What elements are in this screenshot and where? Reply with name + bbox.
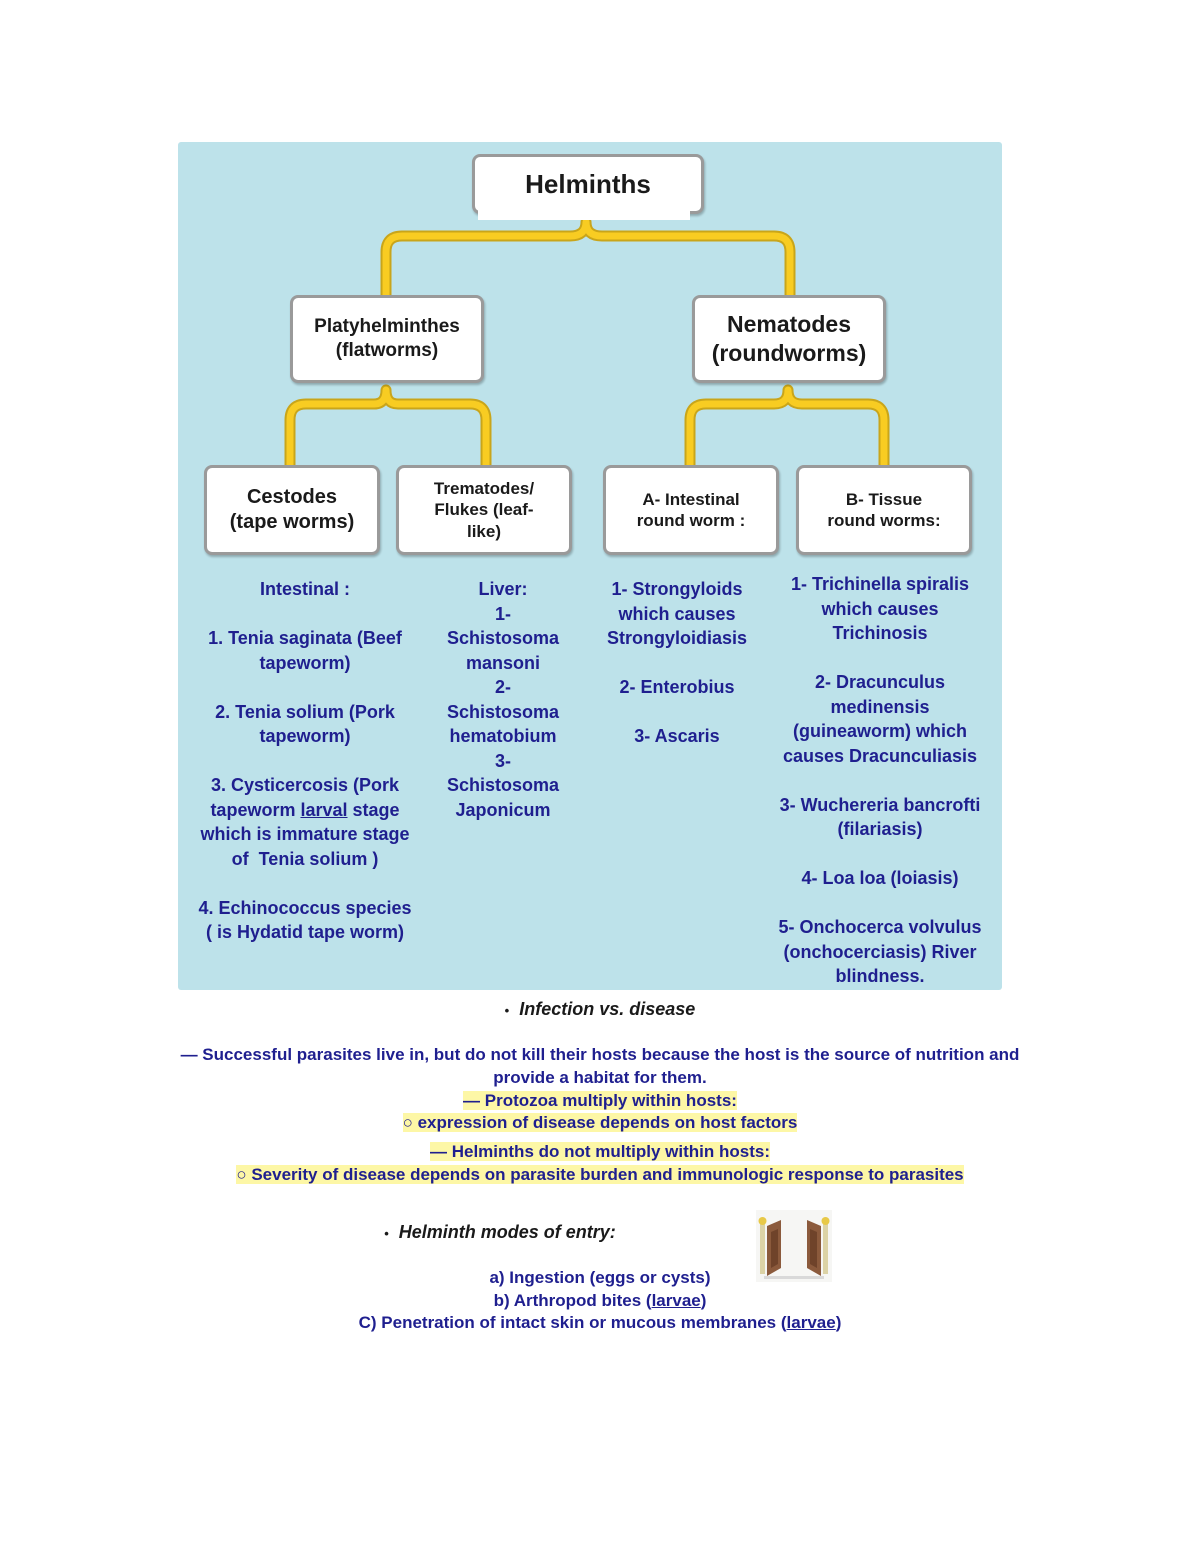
intestinal-item1-line1: 1- Strongyloids — [611, 579, 743, 599]
cestodes-item3-line3: which is immature stage — [200, 824, 410, 844]
cestodes-item3-larval: larval — [300, 799, 348, 820]
tissue-item3-line1: 3- Wuchereria bancrofti — [779, 794, 981, 815]
tissue-item2-line1: 2- Dracunculus — [814, 672, 946, 692]
trematodes-list: Liver: 1- Schistosoma mansoni 2- Schisto… — [430, 577, 576, 822]
entry-b-close: ) — [700, 1291, 707, 1310]
trematodes-line: Schistosoma — [446, 628, 560, 648]
trematodes-line: Schistosoma — [446, 701, 560, 722]
helminths-line: — Helminths do not multiply within hosts… — [430, 1142, 770, 1161]
node-intestinal-line2: round worm : — [636, 511, 746, 530]
entry-a: a) Ingestion (eggs or cysts) — [489, 1268, 711, 1287]
entry-b-larvae: larvae — [651, 1291, 701, 1310]
tissue-item1-line2: which causes — [821, 598, 939, 619]
para1-line2: provide a habitat for them. — [493, 1068, 707, 1087]
entry-heading: Helminth modes of entry: — [398, 1222, 616, 1242]
cestodes-list: Intestinal : 1. Tenia saginata (Beef tap… — [180, 577, 430, 945]
node-cestodes: Cestodes (tape worms) — [204, 465, 380, 555]
entry-c-larvae: larvae — [786, 1313, 836, 1332]
helminths-row: — Helminths do not multiply within hosts… — [0, 1142, 1200, 1162]
cestodes-item1-line1: 1. Tenia saginata (Beef — [208, 628, 402, 648]
tissue-item2-line4: causes Dracunculiasis — [782, 745, 978, 766]
node-cestodes-line1: Cestodes — [246, 486, 338, 508]
node-intestinal-line1: A- Intestinal — [642, 489, 740, 509]
protozoa-subline: ○ expression of disease depends on host … — [402, 1113, 798, 1132]
trematodes-line: 2- — [494, 677, 511, 697]
cestodes-item3-text-b: stage — [347, 799, 400, 820]
trematodes-line: mansoni — [465, 652, 540, 673]
entry-heading-row: • Helminth modes of entry: — [0, 1222, 1100, 1243]
protozoa-row: — Protozoa multiply within hosts: — [0, 1091, 1200, 1111]
node-tissue-line1: B- Tissue — [845, 489, 923, 509]
infection-heading-row: • Infection vs. disease — [0, 999, 1200, 1020]
trematodes-line: Schistosoma — [446, 775, 560, 795]
node-tissue-line2: round worms: — [827, 511, 941, 530]
cestodes-item3-text-a: tapeworm — [210, 799, 301, 820]
node-trematodes-line1: Trematodes/ — [433, 479, 535, 499]
bullet-icon: • — [504, 1003, 510, 1018]
trematodes-line: Japonicum — [455, 799, 551, 820]
tissue-item5-line3: blindness. — [835, 966, 925, 986]
node-nematodes-line2: (roundworms) — [711, 340, 867, 366]
protozoa-sub-row: ○ expression of disease depends on host … — [0, 1113, 1200, 1133]
entry-c: C) Penetration of intact skin or mucous … — [0, 1313, 1200, 1333]
cestodes-item3-line4: of Tenia solium ) — [231, 848, 379, 869]
cestodes-item4-line2: ( is Hydatid tape worm) — [205, 922, 405, 942]
infection-heading: Infection vs. disease — [519, 999, 696, 1019]
cestodes-item3-line2: tapeworm larval stage — [180, 798, 430, 823]
root-underline-mask — [478, 208, 690, 220]
intestinal-item1-line2: which causes — [618, 603, 736, 624]
tissue-item1-line1: 1- Trichinella spiralis — [790, 574, 970, 594]
cestodes-item2-line2: tapeworm) — [259, 726, 351, 746]
trematodes-line: hematobium — [449, 726, 557, 746]
intestinal-item1-line3: Strongyloidiasis — [606, 628, 748, 648]
node-helminths: Helminths — [472, 154, 704, 214]
cestodes-item3-line1: 3. Cysticercosis (Pork — [210, 775, 400, 795]
tissue-item3-line2: (filariasis) — [837, 819, 923, 839]
open-gate-icon — [756, 1210, 832, 1282]
entry-b-text: b) Arthropod bites ( — [493, 1291, 652, 1310]
entry-b: b) Arthropod bites (larvae) — [0, 1291, 1200, 1311]
tissue-item1-line3: Trichinosis — [832, 623, 928, 643]
entry-c-close: ) — [835, 1313, 842, 1332]
cestodes-item1-line2: tapeworm) — [259, 652, 351, 673]
bullet-icon: • — [384, 1226, 389, 1241]
helminths-sub-row: ○ Severity of disease depends on parasit… — [0, 1165, 1200, 1185]
trematodes-line: 3- — [494, 750, 511, 771]
trematodes-line: Liver: — [478, 579, 528, 599]
node-helminths-label: Helminths — [525, 168, 651, 199]
tissue-item2-line2: medinensis — [830, 696, 930, 717]
para1-line1: — Successful parasites live in, but do n… — [180, 1045, 1020, 1064]
tissue-item4: 4- Loa loa (loiasis) — [801, 868, 959, 888]
node-trematodes-line3: like) — [466, 521, 502, 541]
intestinal-list: 1- Strongyloids which causes Strongyloid… — [594, 577, 760, 749]
tissue-item5-line1: 5- Onchocerca volvulus — [778, 917, 982, 937]
node-tissue-roundworm: B- Tissue round worms: — [796, 465, 972, 555]
intestinal-item3: 3- Ascaris — [634, 726, 720, 746]
intestinal-item2: 2- Enterobius — [619, 677, 735, 697]
node-platyhelminthes-line2: (flatworms) — [335, 340, 439, 361]
node-trematodes-line2: Flukes (leaf- — [434, 500, 534, 520]
cestodes-item4-line1: 4. Echinococcus species — [198, 897, 412, 918]
tissue-item5-line2: (onchocerciasis) River — [783, 941, 977, 962]
tissue-list: 1- Trichinella spiralis which causes Tri… — [760, 572, 1000, 989]
node-intestinal-roundworm: A- Intestinal round worm : — [603, 465, 779, 555]
node-cestodes-line2: (tape worms) — [229, 511, 355, 533]
node-nematodes: Nematodes (roundworms) — [692, 295, 886, 383]
cestodes-heading: Intestinal : — [259, 579, 350, 599]
trematodes-line: 1- — [494, 603, 511, 624]
node-platyhelminthes-line1: Platyhelminthes — [314, 316, 460, 338]
helminths-subline: ○ Severity of disease depends on parasit… — [236, 1165, 964, 1184]
node-nematodes-line1: Nematodes — [727, 311, 851, 338]
entry-c-text: C) Penetration of intact skin or mucous … — [358, 1313, 787, 1332]
node-trematodes: Trematodes/ Flukes (leaf- like) — [396, 465, 572, 555]
protozoa-line: — Protozoa multiply within hosts: — [463, 1091, 737, 1110]
node-platyhelminthes: Platyhelminthes (flatworms) — [290, 295, 484, 383]
cestodes-item2-line1: 2. Tenia solium (Pork — [215, 701, 395, 722]
tissue-item2-line3: (guineaworm) which — [792, 721, 967, 741]
